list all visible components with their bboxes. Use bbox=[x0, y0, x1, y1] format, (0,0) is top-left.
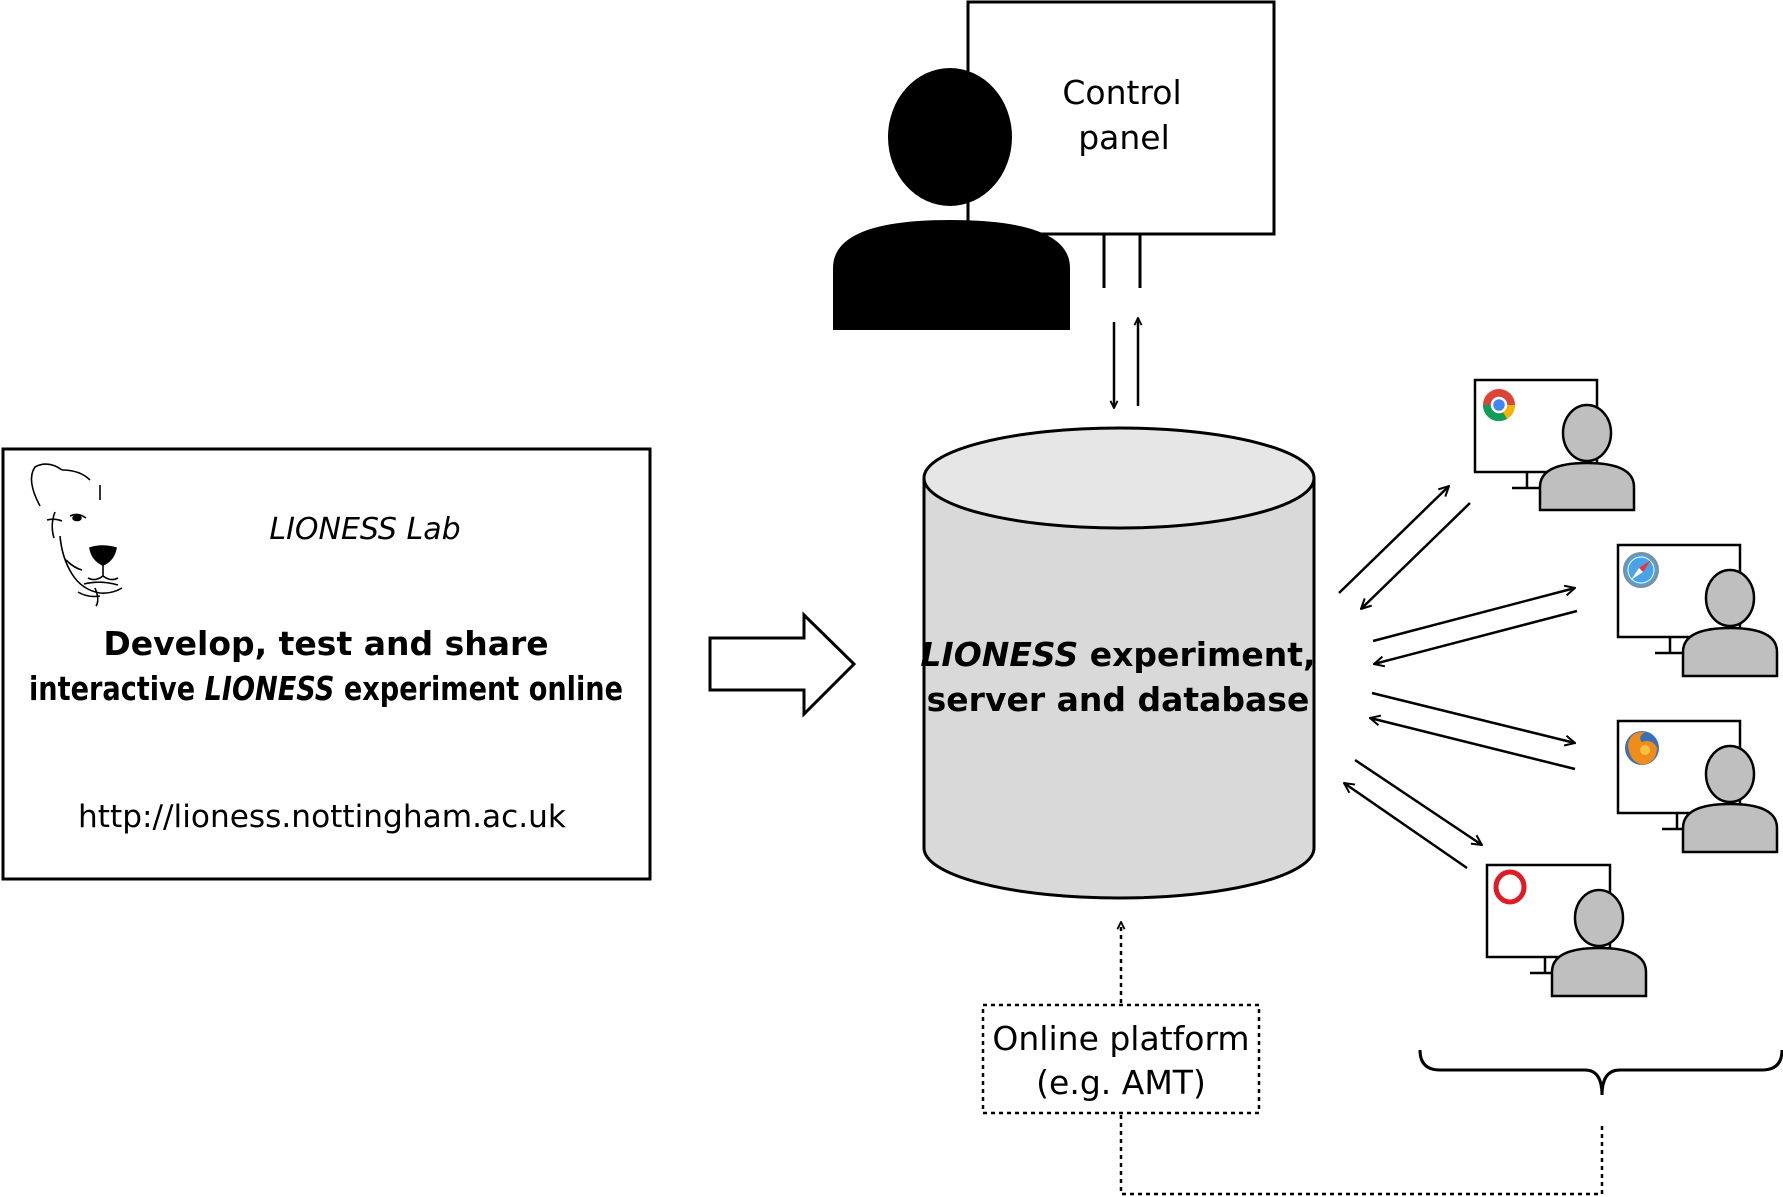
develop-text-prefix: interactive bbox=[29, 669, 205, 708]
participant-safari bbox=[1616, 543, 1779, 678]
client-arrows bbox=[1338, 486, 1578, 870]
server-label-lioness: LIONESS bbox=[920, 635, 1078, 674]
develop-text-suffix: experiment online bbox=[334, 669, 623, 708]
firefox-icon bbox=[1625, 731, 1659, 765]
develop-text-lioness: LIONESS bbox=[205, 669, 335, 708]
lioness-lab-box: LIONESS Lab Develop, test and share inte… bbox=[1, 447, 652, 881]
control-panel-label-line2: panel bbox=[1078, 118, 1170, 157]
arrow-server-to-safari bbox=[1372, 588, 1575, 643]
lioness-url: http://lioness.nottingham.ac.uk bbox=[78, 799, 566, 835]
develop-text-line1: Develop, test and share bbox=[103, 624, 548, 663]
online-platform-label-line2: (e.g. AMT) bbox=[1036, 1063, 1206, 1102]
participant-opera bbox=[1485, 863, 1648, 998]
server-label-line2: server and database bbox=[927, 680, 1310, 719]
person-silhouette-icon bbox=[1538, 403, 1636, 512]
server-label-line1: LIONESS experiment, bbox=[920, 635, 1315, 674]
participant-firefox bbox=[1616, 719, 1779, 854]
safari-icon bbox=[1623, 552, 1659, 588]
arrow-firefox-to-server bbox=[1370, 718, 1576, 771]
chrome-icon bbox=[1482, 389, 1516, 422]
cylinder-top bbox=[922, 426, 1316, 530]
cylinder-body bbox=[922, 478, 1316, 900]
researcher-icon bbox=[833, 68, 1070, 330]
arrow-chrome-to-server bbox=[1361, 502, 1471, 609]
online-platform-box bbox=[981, 1003, 1261, 1115]
lioness-lab-title: LIONESS Lab bbox=[269, 512, 460, 547]
arrow-server-to-opera bbox=[1354, 758, 1482, 845]
participant-chrome bbox=[1473, 378, 1636, 512]
person-silhouette-icon bbox=[1681, 568, 1779, 678]
dotted-link-to-participants bbox=[1119, 1115, 1604, 1196]
arrow-safari-to-server bbox=[1374, 609, 1578, 664]
online-platform-label-line1: Online platform bbox=[992, 1019, 1249, 1058]
lion-face-logo-icon bbox=[30, 463, 123, 607]
database-cylinder-icon: LIONESS experiment, server and database bbox=[920, 426, 1316, 900]
deploy-arrow bbox=[708, 611, 857, 718]
control-panel-group: Control panel bbox=[833, 0, 1276, 408]
opera-icon bbox=[1493, 869, 1527, 905]
develop-text-line2: interactive LIONESS experiment online bbox=[29, 669, 623, 708]
control-panel-screen bbox=[966, 0, 1276, 236]
arrow-opera-to-server bbox=[1344, 783, 1468, 870]
participants-brace bbox=[1418, 1049, 1783, 1096]
person-silhouette-icon bbox=[1681, 744, 1779, 854]
online-platform-group: Online platform (e.g. AMT) bbox=[981, 922, 1604, 1196]
server-label-suffix: experiment, bbox=[1078, 635, 1315, 674]
control-panel-label-line1: Control bbox=[1062, 73, 1181, 112]
person-silhouette-icon bbox=[1550, 888, 1648, 998]
arrow-server-to-firefox bbox=[1371, 691, 1575, 743]
lioness-lab-frame bbox=[1, 447, 652, 881]
arrow-server-to-chrome bbox=[1338, 486, 1449, 594]
